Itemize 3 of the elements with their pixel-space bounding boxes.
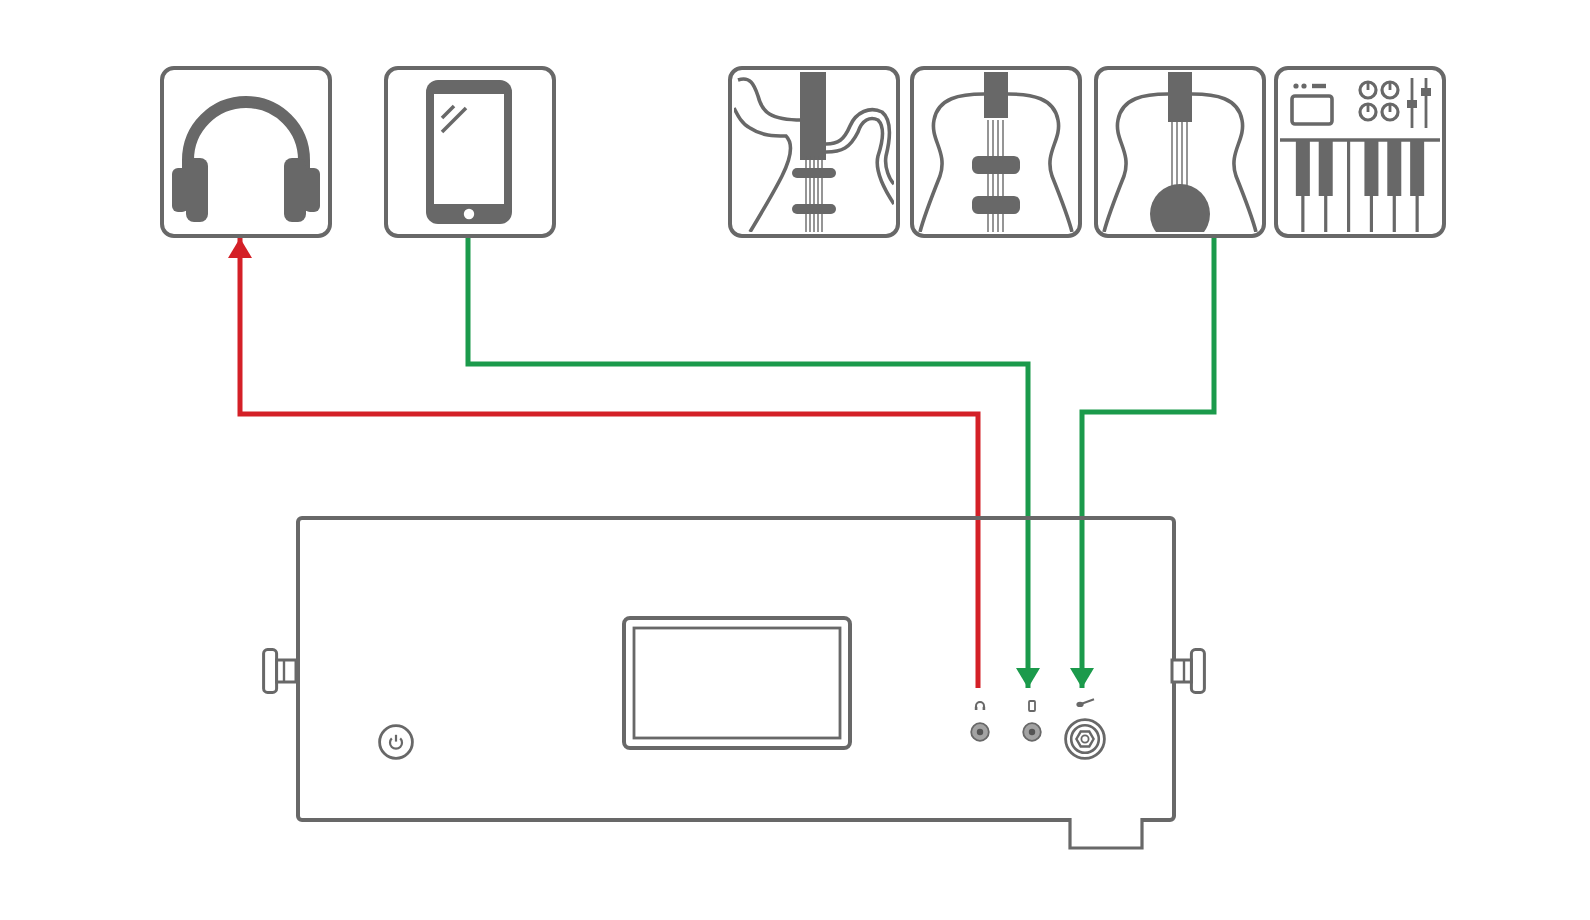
- connector-arrow: [228, 238, 981, 688]
- connector-arrow: [465, 238, 1040, 688]
- connector-arrow: [1070, 238, 1217, 688]
